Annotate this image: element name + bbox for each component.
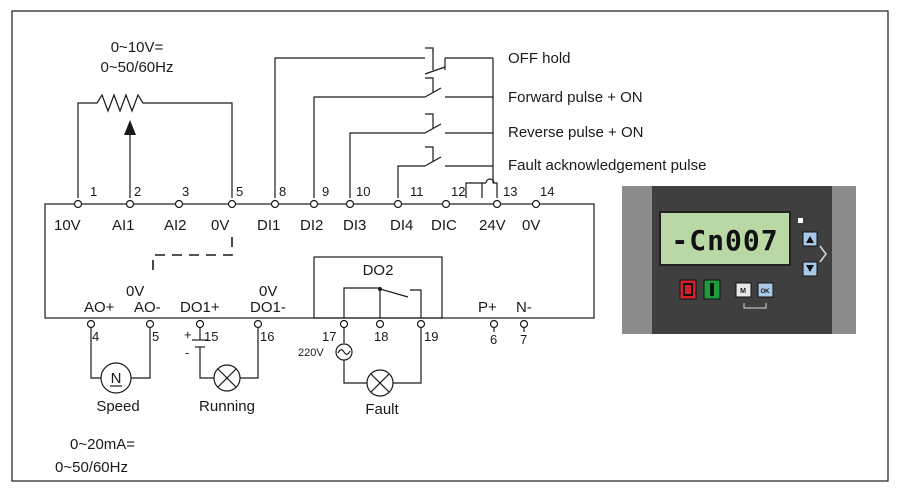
terminal-number: 7 [520, 332, 527, 347]
terminal-number: 13 [503, 184, 517, 199]
stop-button[interactable] [679, 279, 697, 300]
display-readout: -Cn007 [671, 224, 778, 257]
terminal-number: 10 [356, 184, 370, 199]
potentiometer-symbol [77, 93, 233, 198]
terminal-number: 16 [260, 329, 274, 344]
meter-symbol: N [111, 370, 122, 387]
terminal-number: 11 [410, 184, 424, 199]
output-range-line2: 0~50/60Hz [55, 459, 128, 476]
switch-label-off-hold: OFF hold [508, 50, 571, 67]
stop-icon [683, 283, 693, 296]
do2-title: DO2 [363, 262, 394, 279]
down-arrow-icon [806, 265, 814, 272]
speed-label: Speed [96, 398, 139, 415]
terminal-number: 4 [92, 329, 99, 344]
ac-voltage-label: 220V [298, 347, 324, 359]
supply-label-line2: 0~50/60Hz [101, 59, 174, 76]
terminal-number: 15 [204, 329, 218, 344]
do-zero-label: 0V [259, 283, 277, 300]
terminal-number: 2 [134, 184, 141, 199]
running-lamp-icon [213, 364, 241, 392]
running-lamp-wire [240, 328, 259, 379]
running-label: Running [199, 398, 255, 415]
terminal-number: 6 [490, 332, 497, 347]
terminal-label: 0V [211, 217, 229, 234]
terminal-number: 3 [182, 184, 189, 199]
terminal-number: 9 [322, 184, 329, 199]
fault-lamp-icon [366, 369, 394, 397]
terminal-number: 5 [236, 184, 243, 199]
fault-lamp-wire [343, 360, 367, 384]
dc-plus-sign: + [184, 327, 192, 342]
terminal-label: 24V [479, 217, 506, 234]
terminal-label: DI1 [257, 217, 280, 234]
terminal-label: DI4 [390, 217, 413, 234]
terminal-number: 18 [374, 329, 388, 344]
terminal-number: 12 [451, 184, 465, 199]
terminal-number: 19 [424, 329, 438, 344]
m-button-label: M [740, 288, 746, 295]
fault-lamp-wire [393, 328, 422, 384]
ok-button[interactable] [757, 282, 774, 298]
terminal-label: DI3 [343, 217, 366, 234]
panel-left-rail [622, 186, 652, 334]
speed-meter-wire [90, 328, 101, 379]
terminal-number: 5 [152, 329, 159, 344]
switch-label-reverse: Reverse pulse + ON [508, 124, 643, 141]
terminal-label: AO+ [84, 299, 115, 316]
panel-display [659, 211, 791, 266]
terminal-label: AI2 [164, 217, 187, 234]
ao-zero-label: 0V [126, 283, 144, 300]
terminal-number: 1 [90, 184, 97, 199]
do2-relay-box [313, 256, 443, 319]
m-button[interactable] [735, 282, 752, 298]
terminal-label: 0V [522, 217, 540, 234]
switch-label-fault-ack: Fault acknowledgement pulse [508, 157, 706, 174]
operator-panel: -Cn007 M OK [622, 186, 856, 334]
terminal-label: P+ [478, 299, 497, 316]
terminal-label: 10V [54, 217, 81, 234]
output-range-line1: 0~20mA= [70, 436, 135, 453]
dc-minus-sign: - [185, 345, 189, 360]
terminal-number: 17 [322, 329, 336, 344]
terminal-label: DI2 [300, 217, 323, 234]
button-bracket [743, 303, 767, 309]
up-arrow-icon [806, 236, 814, 243]
terminal-number: 8 [279, 184, 286, 199]
panel-indicator [798, 218, 803, 223]
speed-meter-icon [100, 362, 132, 394]
terminal-label: DIC [431, 217, 457, 234]
top-terminal-points [73, 199, 541, 209]
ac-wave-icon [337, 349, 351, 355]
terminal-label: AO- [134, 299, 161, 316]
do2-relay-contact [343, 287, 422, 318]
digital-input-switches [274, 47, 498, 198]
panel-right-rail [832, 186, 856, 334]
scroll-hint-icon [819, 245, 827, 263]
internal-bridge [152, 237, 233, 270]
terminal-label: DO1- [250, 299, 286, 316]
ok-button-label: OK [761, 289, 771, 295]
terminal-label: N- [516, 299, 532, 316]
terminal-label: AI1 [112, 217, 135, 234]
outer-frame [11, 10, 889, 482]
terminal-label: DO1+ [180, 299, 220, 316]
run-icon [710, 283, 714, 296]
bottom-terminal-points [86, 319, 529, 329]
fault-label: Fault [365, 401, 399, 418]
speed-meter-wire [131, 328, 151, 379]
supply-label-line1: 0~10V= [111, 39, 164, 56]
switch-label-forward: Forward pulse + ON [508, 89, 643, 106]
terminal-number: 14 [540, 184, 554, 199]
running-lamp-wire [199, 347, 214, 379]
